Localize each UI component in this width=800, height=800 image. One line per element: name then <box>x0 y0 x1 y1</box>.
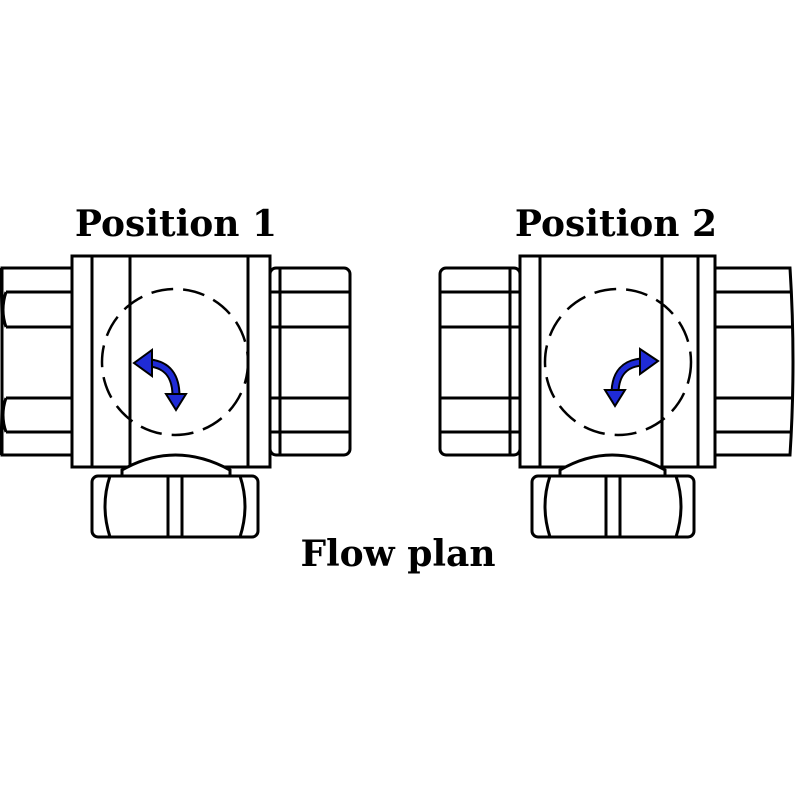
flow-plan-caption: Flow plan <box>300 533 495 575</box>
bottom-hex-nut <box>90 453 260 539</box>
valve-body <box>518 254 717 469</box>
curved-arrow-left-down-icon <box>132 348 188 412</box>
ball-outline <box>543 287 693 437</box>
left-hex-nut <box>0 266 74 457</box>
bottom-hex-nut <box>530 453 696 539</box>
curved-arrow-right-down-icon <box>603 347 660 408</box>
valve-body <box>70 254 272 469</box>
right-hex-nut <box>268 266 352 457</box>
valve-position-1: Position 1 <box>0 203 352 539</box>
valve-position-2: Position 2 <box>438 203 795 539</box>
ball-outline <box>100 287 250 437</box>
left-hex-nut <box>438 266 522 457</box>
position-2-label: Position 2 <box>515 203 717 245</box>
position-1-label: Position 1 <box>75 203 277 245</box>
right-hex-nut <box>713 266 795 457</box>
